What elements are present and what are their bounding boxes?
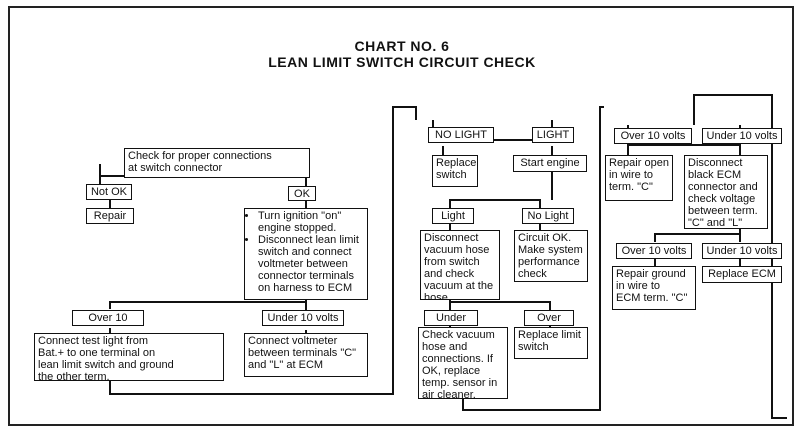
replace-ecm-box: Replace ECM [702,266,782,283]
repair-ground-box: Repair ground in wire to ECM term. "C" [612,266,696,310]
connector [109,301,307,310]
circuit-ok-box: Circuit OK. Make system performance chec… [514,230,588,282]
over-10-volts-right-box: Over 10 volts [614,128,692,144]
no-light-2-box: No Light [522,208,574,224]
chart-subtitle: LEAN LIMIT SWITCH CIRCUIT CHECK [268,54,536,70]
connector [449,199,541,208]
under-10-volts-right-box: Under 10 volts [702,128,782,144]
check-vacuum-box: Check vacuum hose and connections. If OK… [418,327,508,399]
no-light-box: NO LIGHT [428,127,494,143]
connect-voltmeter-box: Connect voltmeter between terminals "C" … [244,333,368,377]
connector [654,233,741,242]
light-box: Light [432,208,474,224]
repair-open-box: Repair open in wire to term. "C" [605,155,673,201]
ignition-steps-box: Turn ignition "on" engine stopped. Disco… [244,208,368,300]
disconnect-vacuum-box: Disconnect vacuum hose from switch and c… [420,230,500,300]
chart-title: CHART NO. 6 [354,38,450,54]
over-10-volts-left-box: Over 10 volts [72,310,144,326]
not-ok-box: Not OK [86,184,132,200]
disconnect-ecm-box: Disconnect black ECM connector and check… [684,155,768,229]
start-engine-box: Start engine [513,155,587,172]
replace-limit-switch-box: Replace limit switch [514,327,588,359]
chart-border [8,6,794,426]
under-10-volts-left-box: Under 10 volts [262,310,344,326]
replace-switch-box: Replace switch [432,155,478,187]
connector [449,301,551,310]
over-10-volts-right2-box: Over 10 volts [616,243,692,259]
turn-ignition-step: Turn ignition "on" engine stopped. [258,210,364,234]
under-10-in-box: Under 10" [424,310,478,326]
ok-box: OK [288,186,316,201]
connect-test-light-box: Connect test light from Bat.+ to one ter… [34,333,224,381]
under-10-volts-right2-box: Under 10 volts [702,243,782,259]
check-connections-box: Check for proper connections at switch c… [124,148,310,178]
light-top-box: LIGHT [532,127,574,143]
connector [462,106,604,411]
connector [693,94,787,419]
connector [109,106,417,395]
over-10-in-box: Over 10" [524,310,574,326]
repair-box: Repair [86,208,134,224]
disconnect-limit-step: Disconnect lean limit switch and connect… [258,234,364,294]
